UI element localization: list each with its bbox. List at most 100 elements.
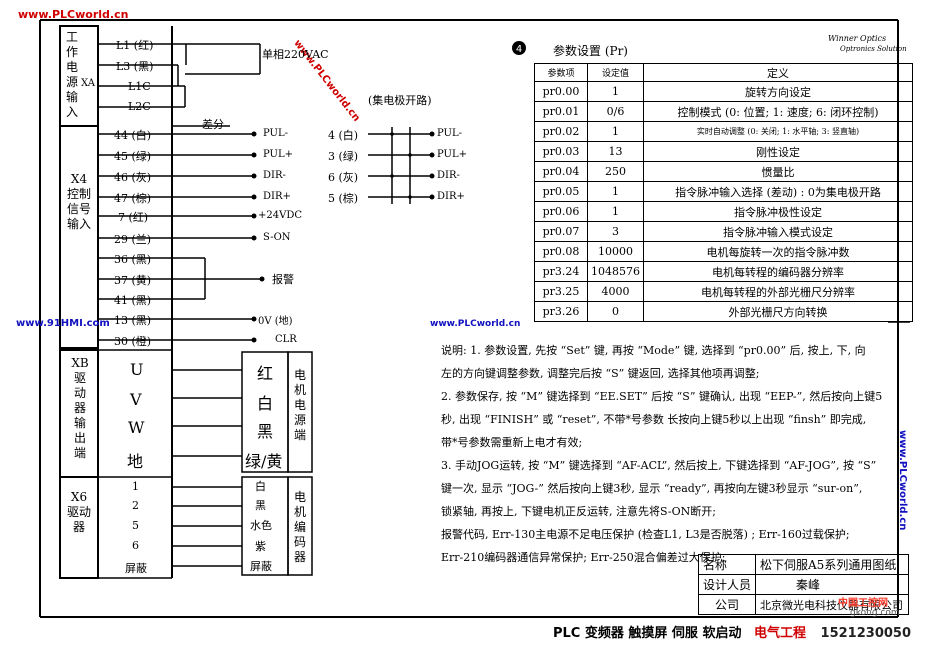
encoder-label: 电机编码器 (293, 490, 306, 564)
xb-wire-red: 红 (257, 364, 274, 383)
title-block-row: 设计人员 秦峰 (697, 574, 910, 595)
param-code: pr0.05 (534, 181, 588, 202)
brand-sub: Optronics Solution (840, 45, 907, 53)
param-definition: 旋转方向设定 (643, 81, 913, 102)
title-block: 名称 松下伺服A5系列通用图纸 设计人员 秦峰 公司 北京微光电科技仪器有限公司 (697, 554, 910, 615)
xb-wire-white: 白 (257, 394, 274, 413)
power-section-title: 工作电源输入 (65, 30, 78, 119)
x6-wire-white: 白 (255, 480, 266, 493)
param-definition: 电机每转程的编码器分辨率 (643, 261, 913, 282)
x6-pin-5: 5 (132, 519, 139, 532)
x4-pin-46: 46 (灰) (114, 171, 152, 184)
oc-pin-3: 3 (绿) (328, 150, 359, 163)
x6-section-title: X6驱动器 (67, 490, 92, 534)
x6-wire-black: 黑 (255, 499, 266, 512)
note-line-6: 3. 手动JOG运转, 按 “M” 键选择到 “AF-ACL”, 然后按上, 下… (441, 459, 877, 472)
title-block-row: 公司 北京微光电科技仪器有限公司 (697, 594, 910, 615)
param-definition: 控制模式 (0: 位置; 1: 速度; 6: 闭环控制) (643, 101, 913, 122)
param-code: pr3.24 (534, 261, 588, 282)
x6-pin-1: 1 (132, 480, 139, 493)
power-voltage-label: 单相220VAC (262, 48, 329, 61)
params-title: 参数设置 (Pr) (553, 44, 628, 58)
footer-bar: PLC 变频器 触摸屏 伺服 软启动 电气工程 1521230050 (553, 622, 911, 641)
x4-pin-45: 45 (绿) (114, 150, 152, 163)
motor-power-label: 电机电源端 (293, 368, 306, 442)
param-value: 1 (587, 181, 644, 202)
x4-pin-44: 44 (白) (114, 129, 152, 142)
param-code: pr0.07 (534, 221, 588, 242)
params-header-row: 参数项 设定值 定义 (534, 63, 913, 82)
note-line-3: 2. 参数保存, 按 “M” 键选择到 “EE.SET” 后按 “S” 键确认,… (441, 390, 883, 403)
signal-pul-plus: PUL+ (263, 149, 293, 160)
param-value: 1 (587, 81, 644, 102)
param-definition: 指令脉冲极性设定 (643, 201, 913, 222)
alarm-label: 报警 (272, 273, 294, 286)
oc-signal-dir-plus: DIR+ (437, 191, 465, 202)
watermark-top-left: www.PLCworld.cn (18, 8, 129, 21)
param-value: 1048576 (587, 261, 644, 282)
brand-name: Winner Optics (828, 34, 887, 43)
x4-pin-29: 29 (兰) (114, 233, 152, 246)
title-company-label: 公司 (697, 594, 757, 615)
watermark-right-vertical: www.PLCworld.cn (897, 430, 908, 531)
x4-section-title: X4控制信号输入 (67, 172, 92, 231)
xb-terminal-v: V (130, 390, 142, 409)
signal-dir-plus: DIR+ (263, 191, 291, 202)
xb-terminal-ground: 地 (127, 452, 144, 471)
title-name-label: 名称 (697, 554, 757, 575)
param-code: pr3.26 (534, 301, 588, 322)
x4-pin-13: 13 (黑) (114, 314, 152, 327)
param-value: 250 (587, 161, 644, 182)
x4-pin-47: 47 (棕) (114, 192, 152, 205)
title-designer-label: 设计人员 (697, 574, 757, 595)
param-definition: 实时自动调整 (0: 关闭; 1: 水平轴; 3: 竖直轴) (643, 121, 913, 142)
footer-keywords: PLC 变频器 触摸屏 伺服 软启动 (553, 626, 742, 641)
params-header-item: 参数项 (534, 63, 588, 82)
x4-pin-30: 30 (橙) (114, 335, 152, 348)
param-definition: 刚性设定 (643, 141, 913, 162)
x6-pin-6: 6 (132, 539, 139, 552)
param-code: pr3.25 (534, 281, 588, 302)
x6-wire-purple: 紫 (255, 540, 266, 553)
params-header-definition: 定义 (643, 63, 913, 82)
title-name-value: 松下伺服A5系列通用图纸 (755, 554, 910, 575)
param-value: 0 (587, 301, 644, 322)
param-definition: 指令脉冲输入选择 (差动) : 0为集电极开路 (643, 181, 913, 202)
x4-pin-7: 7 (红) (118, 211, 149, 224)
note-line-1: 说明: 1. 参数设置, 先按 “Set” 键, 再按 “Mode” 键, 选择… (441, 344, 866, 357)
oc-pin-6: 6 (灰) (328, 171, 359, 184)
signal-0v: 0V (地) (258, 316, 293, 327)
signal-clr: CLR (275, 334, 297, 345)
signal-pul-minus: PUL- (263, 128, 288, 139)
param-code: pr0.04 (534, 161, 588, 182)
params-header-value: 设定值 (587, 63, 644, 82)
note-line-4: 秒, 出现 “FINISH” 或 “reset”, 不带*号参数 长按向上键5秒… (441, 413, 867, 426)
svg-text:4: 4 (516, 44, 522, 55)
param-definition: 外部光栅尺方向转换 (643, 301, 913, 322)
x4-pin-36: 36 (黑) (114, 253, 152, 266)
terminal-l3: L3 (黑) (116, 60, 154, 73)
oc-pin-5: 5 (棕) (328, 192, 359, 205)
x6-wire-cyan: 水色 (250, 519, 272, 532)
differential-label: 差分 (202, 118, 224, 131)
watermark-left-mid: www.91HMI.com (16, 318, 110, 329)
note-line-7: 键一次, 显示 “JOG-” 然后按向上键3秒, 显示 “ready”, 再按向… (441, 482, 863, 495)
param-code: pr0.06 (534, 201, 588, 222)
note-line-2: 左的方向键调整参数, 调整完后按 “S” 键返回, 选择其他项再调整; (441, 367, 760, 380)
signal-s-on: S-ON (263, 232, 291, 243)
oc-signal-dir-minus: DIR- (437, 170, 460, 181)
terminal-l1c: L1C (128, 80, 151, 93)
xb-wire-black: 黑 (257, 422, 274, 441)
param-value: 10000 (587, 241, 644, 262)
